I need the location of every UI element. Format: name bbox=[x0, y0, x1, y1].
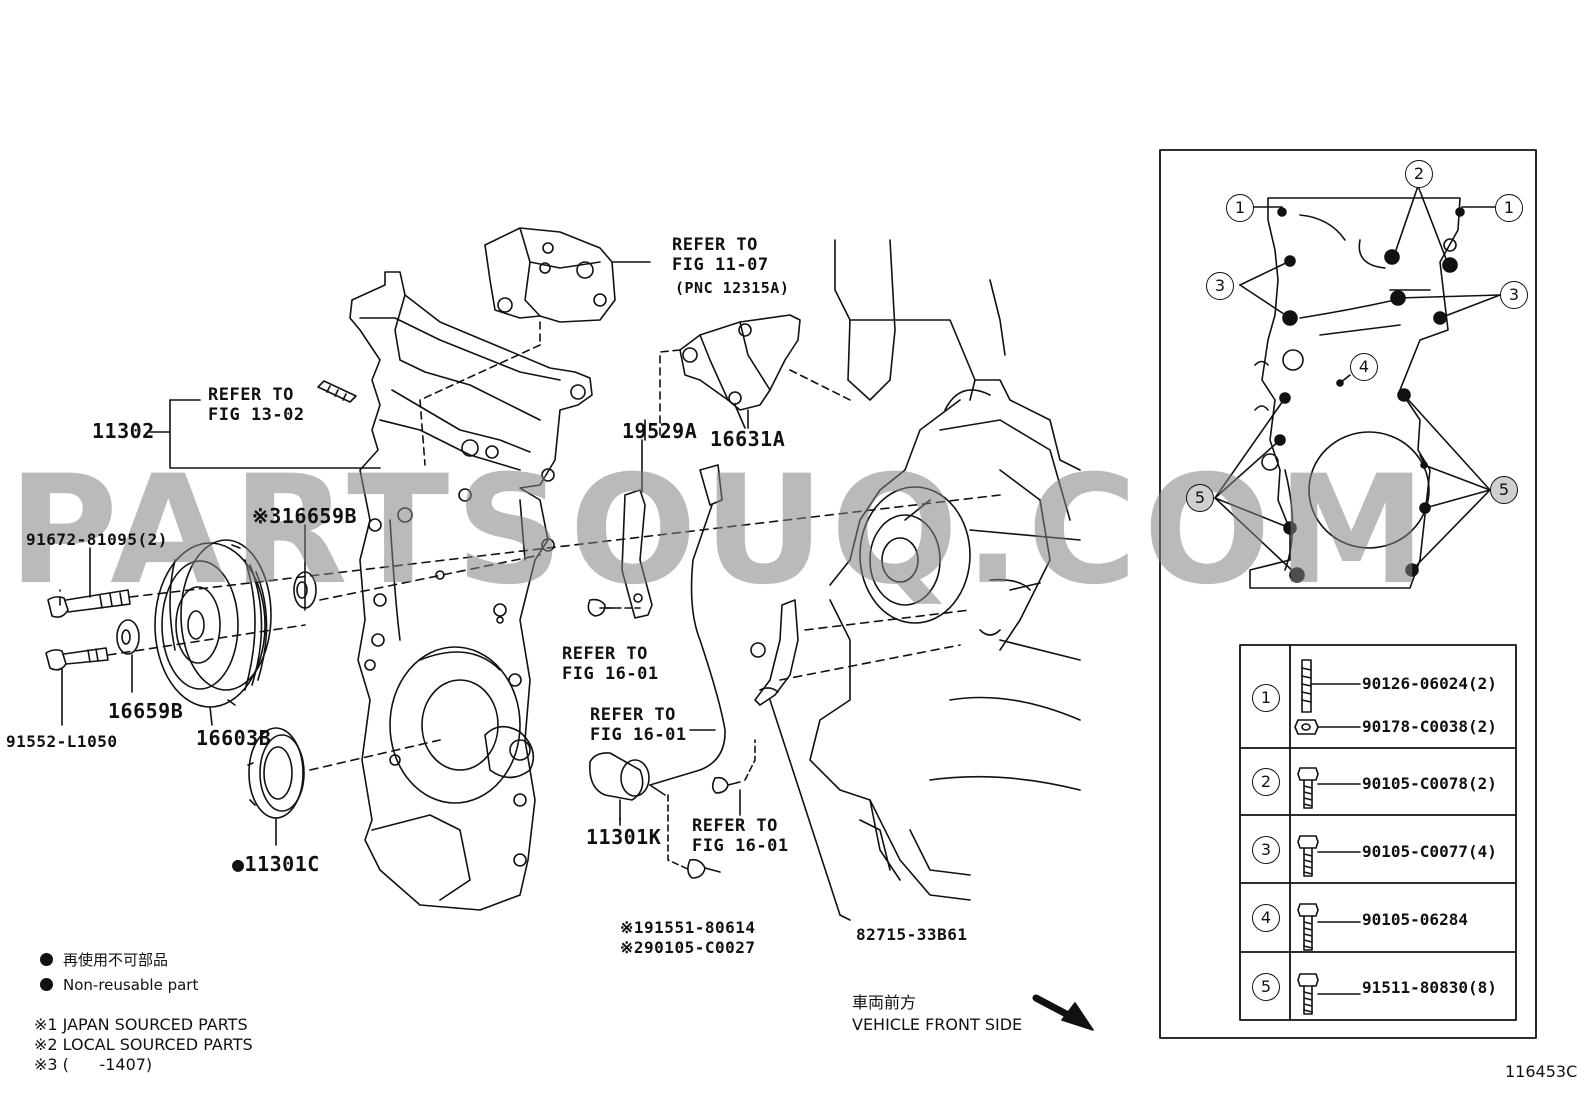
engine-block-drawing bbox=[809, 239, 1081, 901]
table-key-3[interactable]: 3 bbox=[1252, 836, 1280, 864]
label-91672-81095[interactable]: 91672-81095(2) bbox=[26, 530, 168, 549]
inset-callout-leaders bbox=[1214, 185, 1501, 576]
bracket-82715-drawing bbox=[750, 599, 971, 916]
inset-cover-drawing bbox=[1249, 197, 1461, 589]
table-key-1[interactable]: 1 bbox=[1252, 684, 1280, 712]
non-reusable-dot-icon bbox=[40, 978, 53, 991]
bolt-91552 bbox=[45, 647, 109, 671]
legend-note-2: ※2 LOCAL SOURCED PARTS bbox=[34, 1035, 253, 1054]
front-label-jp: 車両前方 bbox=[852, 993, 917, 1012]
refer-text: REFER TO FIG 13-02 bbox=[208, 385, 305, 425]
front-label-en: VEHICLE FRONT SIDE bbox=[852, 1015, 1023, 1034]
table-key-2[interactable]: 2 bbox=[1252, 768, 1280, 796]
stud-13-02 bbox=[317, 380, 357, 403]
bracket-19529a-drawing bbox=[587, 439, 653, 619]
label-11302[interactable]: 11302 bbox=[92, 419, 155, 443]
leaders bbox=[61, 399, 851, 921]
table-code-90105-c0078[interactable]: 90105-C0078(2) bbox=[1362, 774, 1497, 793]
legend-text: Non-reusable part bbox=[63, 976, 199, 994]
non-reusable-dot-icon bbox=[40, 953, 53, 966]
table-code-90105-c0077[interactable]: 90105-C0077(4) bbox=[1362, 842, 1497, 861]
legend-note-3: ※3 ( -1407) bbox=[34, 1055, 153, 1074]
label-16603b[interactable]: 16603B bbox=[196, 726, 272, 750]
legend-non-reusable-jp: 再使用不可部品 bbox=[40, 951, 168, 969]
legend-text: 再使用不可部品 bbox=[63, 951, 169, 969]
crank-pulley-drawing bbox=[154, 539, 272, 708]
label-refer-fig-16-01-a[interactable]: REFER TO FIG 16-01 bbox=[562, 644, 659, 684]
refer-text: REFER TO FIG 16-01 bbox=[562, 644, 659, 684]
label-191551-80614[interactable]: ※191551-80614 bbox=[620, 918, 756, 937]
label-16659b[interactable]: 16659B bbox=[108, 699, 184, 723]
inset-callout-5-right[interactable]: 5 bbox=[1490, 476, 1518, 504]
inset-table-grid bbox=[1239, 644, 1517, 1021]
timing-cover-drawing bbox=[349, 271, 593, 911]
label-refer-fig-16-01-c[interactable]: REFER TO FIG 16-01 bbox=[692, 816, 789, 856]
dashed-leaders bbox=[59, 494, 1001, 771]
label-11301c[interactable]: ●11301C bbox=[232, 852, 320, 876]
label-refer-fig-13-02[interactable]: REFER TO FIG 13-02 bbox=[208, 385, 305, 425]
inset-callout-1-right[interactable]: 1 bbox=[1495, 194, 1523, 222]
label-16659b-top[interactable]: ※316659B bbox=[252, 504, 358, 528]
inset-callout-3-left[interactable]: 3 bbox=[1206, 272, 1234, 300]
inset-callout-2[interactable]: 2 bbox=[1405, 160, 1433, 188]
label-16631a[interactable]: 16631A bbox=[710, 427, 786, 451]
label-11301k[interactable]: 11301K bbox=[586, 825, 662, 849]
inset-callout-5-left[interactable]: 5 bbox=[1186, 484, 1214, 512]
label-refer-fig-16-01-b[interactable]: REFER TO FIG 16-01 bbox=[590, 705, 687, 745]
figure-id: 116453C bbox=[1505, 1062, 1578, 1081]
table-key-4[interactable]: 4 bbox=[1252, 904, 1280, 932]
table-code-90178-c0038[interactable]: 90178-C0038(2) bbox=[1362, 717, 1497, 736]
inset-callout-1-left[interactable]: 1 bbox=[1226, 194, 1254, 222]
label-82715-33b61[interactable]: 82715-33B61 bbox=[856, 925, 968, 944]
legend-note-1: ※1 JAPAN SOURCED PARTS bbox=[34, 1015, 248, 1034]
cam-sensor-drawing bbox=[588, 464, 756, 879]
refer-text: REFER TO FIG 11-07 bbox=[672, 235, 769, 275]
table-code-90105-06284[interactable]: 90105-06284 bbox=[1362, 910, 1468, 929]
label-refer-fig-11-07[interactable]: REFER TO FIG 11-07 bbox=[672, 235, 769, 275]
front-arrow-icon bbox=[1032, 994, 1094, 1031]
label-pnc-12315a: (PNC 12315A) bbox=[675, 279, 790, 297]
table-key-5[interactable]: 5 bbox=[1252, 973, 1280, 1001]
bracket-16631a-drawing bbox=[659, 314, 851, 436]
inset-callout-3-right[interactable]: 3 bbox=[1500, 281, 1528, 309]
inset-callout-4[interactable]: 4 bbox=[1350, 353, 1378, 381]
engine-mount-drawing bbox=[419, 227, 651, 466]
bolt-91672 bbox=[47, 589, 131, 618]
washer-16659b bbox=[116, 619, 140, 655]
legend-non-reusable-en: Non-reusable part bbox=[40, 976, 198, 994]
table-code-91511-80830[interactable]: 91511-80830(8) bbox=[1362, 978, 1497, 997]
refer-text: REFER TO FIG 16-01 bbox=[590, 705, 687, 745]
label-290105-c0027[interactable]: ※290105-C0027 bbox=[620, 938, 756, 957]
table-code-90126-06024[interactable]: 90126-06024(2) bbox=[1362, 674, 1497, 693]
label-91552-l1050[interactable]: 91552-L1050 bbox=[6, 732, 118, 751]
table-fastener-icons bbox=[1294, 659, 1361, 1015]
inset-frame bbox=[1159, 149, 1537, 1039]
refer-text: REFER TO FIG 16-01 bbox=[692, 816, 789, 856]
label-19529a[interactable]: 19529A bbox=[622, 419, 698, 443]
